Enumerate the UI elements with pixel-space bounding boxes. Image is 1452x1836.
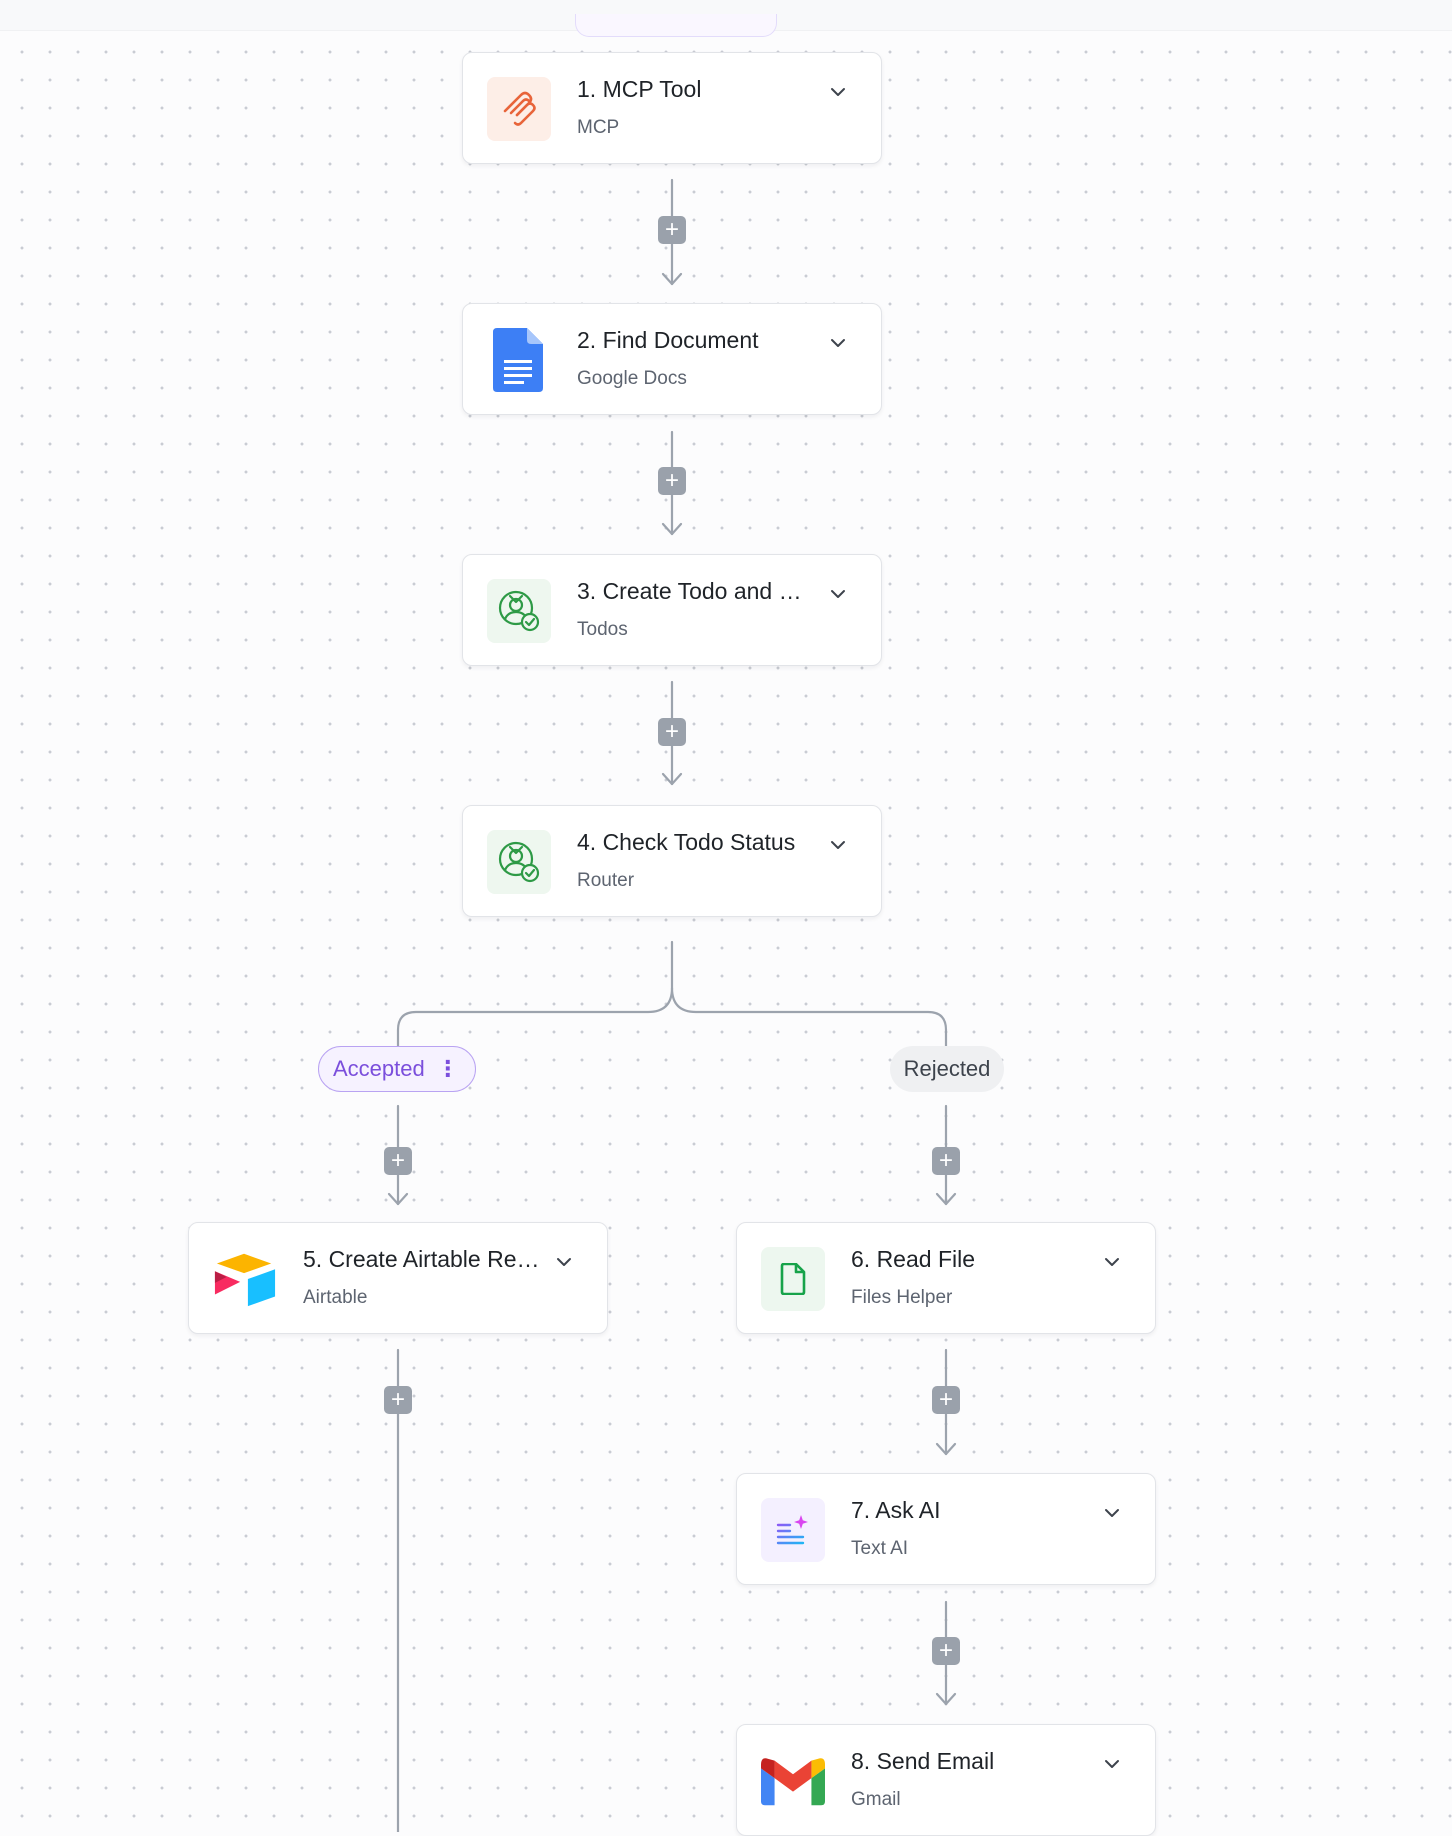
add-step-button-accepted[interactable]: + — [384, 1147, 412, 1175]
chevron-down-icon[interactable] — [1101, 1753, 1123, 1775]
step-card-find-document[interactable]: 2. Find Document Google Docs — [462, 303, 882, 415]
router-split-right — [670, 986, 948, 1048]
step-title: 1. MCP Tool — [577, 76, 702, 102]
step-card-ask-ai[interactable]: 7. Ask AI Text AI — [736, 1473, 1156, 1585]
step-subtitle: Airtable — [303, 1287, 368, 1308]
branch-label-accepted[interactable]: Accepted ⋮ — [318, 1046, 476, 1092]
file-icon — [761, 1247, 825, 1311]
step-card-create-todo[interactable]: 3. Create Todo and Wait Todos — [462, 554, 882, 666]
step-subtitle: Gmail — [851, 1789, 901, 1810]
edge-6-7-arrow — [935, 1442, 957, 1456]
add-step-button-after-5[interactable]: + — [384, 1386, 412, 1414]
add-step-button-rejected[interactable]: + — [932, 1147, 960, 1175]
branch-label-rejected[interactable]: Rejected — [890, 1046, 1004, 1092]
chevron-down-icon[interactable] — [1101, 1251, 1123, 1273]
step-title: 8. Send Email — [851, 1748, 995, 1774]
add-step-button-1-2[interactable]: + — [658, 216, 686, 244]
step-subtitle: Text AI — [851, 1538, 909, 1559]
chevron-down-icon[interactable] — [827, 332, 849, 354]
edge-7-8-arrow — [935, 1692, 957, 1706]
google-docs-icon — [487, 328, 551, 392]
step-card-send-email[interactable]: 8. Send Email Gmail — [736, 1724, 1156, 1836]
router-split-left — [396, 940, 674, 1048]
chevron-down-icon[interactable] — [1101, 1502, 1123, 1524]
chevron-down-icon[interactable] — [827, 834, 849, 856]
step-subtitle: Google Docs — [577, 368, 687, 389]
step-card-read-file[interactable]: 6. Read File Files Helper — [736, 1222, 1156, 1334]
chevron-down-icon[interactable] — [827, 583, 849, 605]
edge-1-2-arrow — [661, 272, 683, 286]
step-subtitle: Files Helper — [851, 1287, 953, 1308]
todos-icon — [487, 830, 551, 894]
step-card-check-todo-status[interactable]: 4. Check Todo Status Router — [462, 805, 882, 917]
add-step-button-6-7[interactable]: + — [932, 1386, 960, 1414]
airtable-icon — [213, 1247, 277, 1311]
step-title: 2. Find Document — [577, 327, 759, 353]
add-step-button-7-8[interactable]: + — [932, 1637, 960, 1665]
step-subtitle: MCP — [577, 117, 620, 138]
todos-icon — [487, 579, 551, 643]
edge-3-4-arrow — [661, 772, 683, 786]
add-step-button-2-3[interactable]: + — [658, 467, 686, 495]
step-title: 4. Check Todo Status — [577, 829, 796, 855]
canvas-top-toolbar — [0, 0, 1452, 37]
edge-accepted-5-arrow — [387, 1192, 409, 1206]
mcp-icon — [487, 77, 551, 141]
step-title: 5. Create Airtable Rec... — [303, 1246, 543, 1272]
chevron-down-icon[interactable] — [827, 81, 849, 103]
gmail-icon — [761, 1749, 825, 1813]
edge-rejected-6-arrow — [935, 1192, 957, 1206]
step-subtitle: Router — [577, 870, 635, 891]
step-title: 6. Read File — [851, 1246, 976, 1272]
step-title: 7. Ask AI — [851, 1497, 941, 1523]
add-step-button-3-4[interactable]: + — [658, 718, 686, 746]
edge-2-3-arrow — [661, 522, 683, 536]
step-card-mcp-tool[interactable]: 1. MCP Tool MCP — [462, 52, 882, 164]
chevron-down-icon[interactable] — [553, 1251, 575, 1273]
branch-rejected-text: Rejected — [903, 1056, 991, 1081]
step-subtitle: Todos — [577, 619, 628, 640]
step-title: 3. Create Todo and Wait — [577, 578, 817, 604]
trigger-node-edge[interactable] — [575, 14, 777, 37]
more-options-icon[interactable]: ⋮ — [436, 1056, 459, 1081]
step-card-create-airtable-record[interactable]: 5. Create Airtable Rec... Airtable — [188, 1222, 608, 1334]
text-ai-icon — [761, 1498, 825, 1562]
branch-accepted-text: Accepted — [333, 1056, 425, 1081]
